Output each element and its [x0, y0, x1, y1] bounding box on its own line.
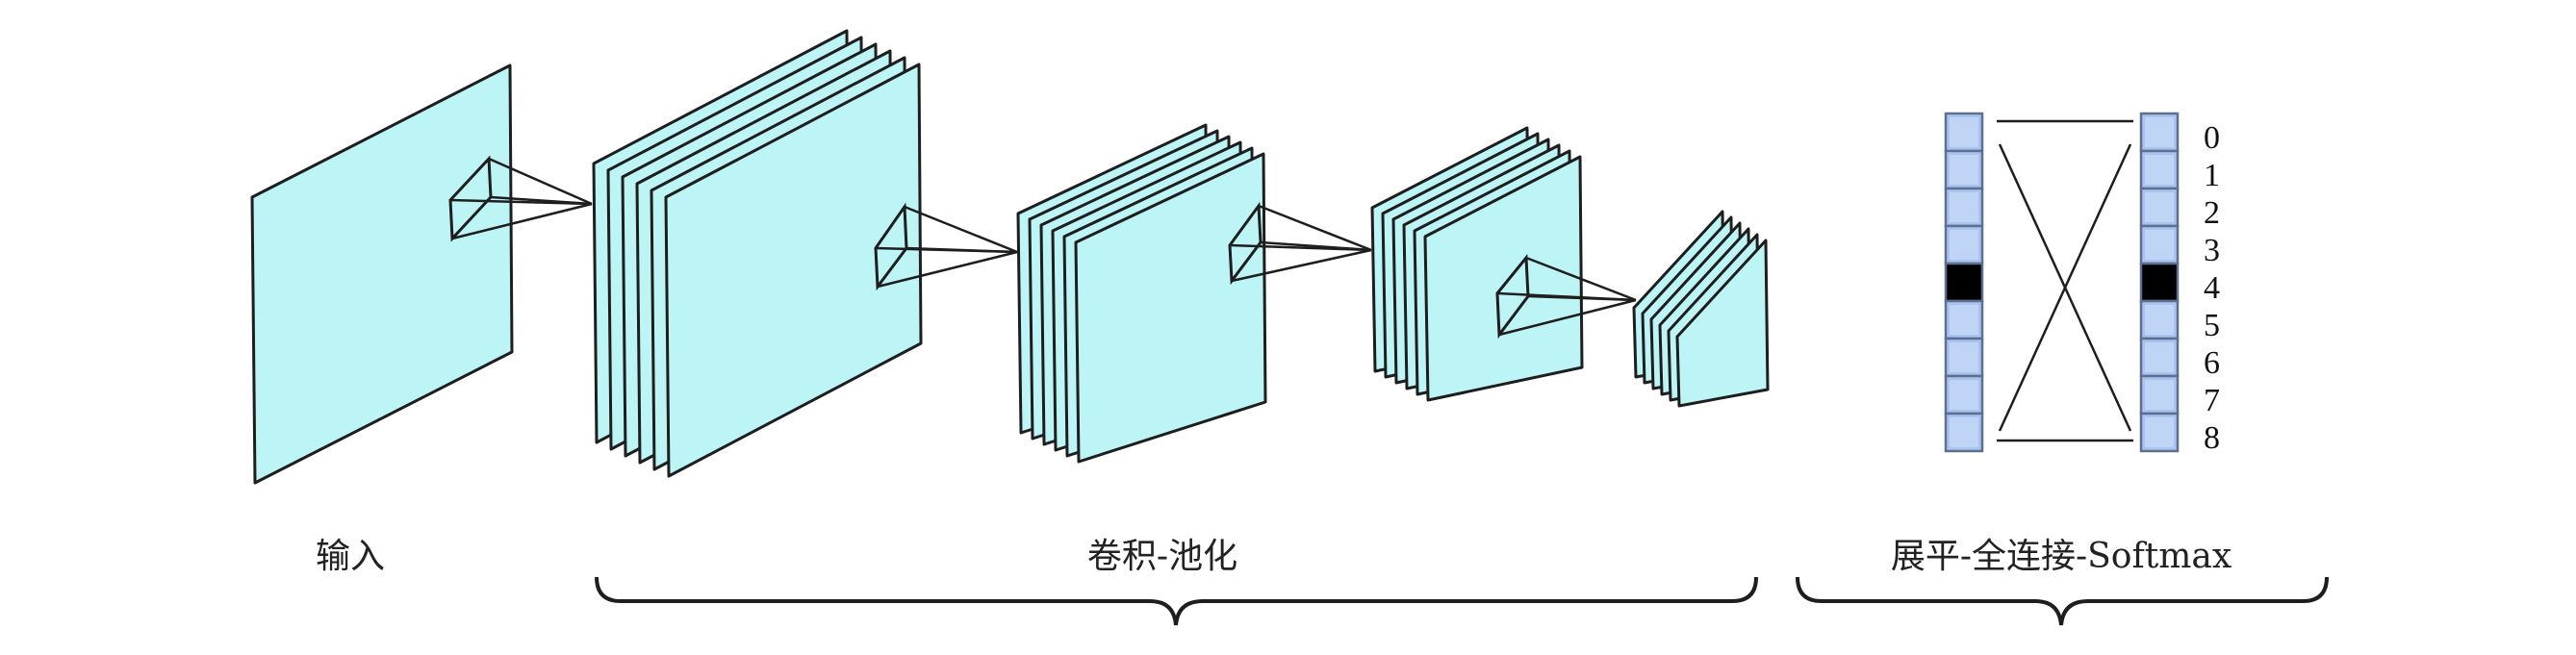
fc-brace: [1796, 576, 2329, 626]
class-label-3: 3: [2204, 233, 2220, 268]
conv2-maps-sheet: [1423, 155, 1584, 402]
softmax-column-cell-highlight: [2145, 417, 2174, 447]
conv-pool-brace: [595, 576, 1758, 626]
softmax-column: [2139, 112, 2180, 453]
flatten-column-cell-highlight: [1950, 230, 1978, 260]
pool1-maps-sheet: [1074, 152, 1267, 464]
kernel-pool1-to-conv2: [1228, 201, 1372, 286]
input-map-sheet: [250, 63, 514, 485]
flatten-column-cell-highlight: [1950, 342, 1978, 372]
flatten-column-cell-highlight: [1950, 380, 1978, 410]
kernel-conv1-to-pool1-edge: [877, 250, 1018, 289]
feature-map-layers: [250, 29, 1770, 485]
class-label-2: 2: [2204, 195, 2220, 231]
input-label: 输入: [316, 537, 385, 576]
conv2-maps: [1370, 126, 1584, 402]
kernel-conv1-to-pool1-edge: [904, 205, 1018, 254]
kernel-conv1-to-pool1: [874, 202, 1018, 291]
flatten-column-cell-highlight: [1950, 155, 1978, 185]
kernel-conv2-to-pool2: [1495, 254, 1637, 340]
class-label-0: 0: [2204, 120, 2220, 156]
conv1-maps: [592, 29, 923, 478]
input-map: [250, 63, 514, 485]
class-label-8: 8: [2204, 420, 2220, 456]
pool2-maps: [1632, 210, 1770, 408]
kernel-conv2-to-pool2-edge: [1525, 256, 1637, 302]
kernel-pool1-to-conv2-edge: [1258, 204, 1372, 252]
pool2-maps-sheet: [1675, 239, 1770, 408]
class-label-7: 7: [2204, 383, 2220, 418]
conv-pool-label: 卷积-池化: [1087, 537, 1237, 576]
conv1-maps-sheet: [664, 63, 923, 478]
kernel-pool1-to-conv2-edge: [1260, 240, 1372, 252]
pool1-maps: [1016, 123, 1267, 464]
kernel-conv2-to-pool2-edge: [1527, 294, 1637, 302]
flatten-column-cell-highlight: [1950, 192, 1978, 222]
fc-connection-line: [1998, 143, 2132, 432]
flatten-column-cell: [1944, 262, 1984, 303]
class-label-6: 6: [2204, 345, 2220, 381]
softmax-column-cell-highlight: [2145, 380, 2174, 410]
kernel-input-to-conv1-edge: [488, 157, 593, 206]
softmax-column-cell-highlight: [2145, 342, 2174, 372]
softmax-column-cell-highlight: [2145, 155, 2174, 185]
flatten-column: [1944, 112, 1984, 453]
softmax-column-cell-highlight: [2145, 230, 2174, 260]
flatten-column-cell-highlight: [1950, 305, 1978, 335]
softmax-column-cell: [2139, 262, 2180, 303]
kernel-input-to-conv1-edge: [490, 195, 593, 206]
flatten-column-cell-highlight: [1950, 117, 1978, 147]
kernel-input-to-conv1-edge: [451, 202, 593, 240]
kernel-conv2-to-pool2-edge: [1498, 298, 1637, 337]
fully-connected-block: [1944, 112, 2180, 453]
class-label-1: 1: [2204, 158, 2220, 193]
softmax-column-cell-highlight: [2145, 117, 2174, 147]
softmax-column-cell-highlight: [2145, 305, 2174, 335]
class-label-5: 5: [2204, 308, 2220, 343]
flatten-column-cell-highlight: [1950, 417, 1978, 447]
output-class-labels: 0 1 2 3 4 5 6 7 8: [2204, 120, 2220, 456]
flatten-fc-softmax-label: 展平-全连接-Softmax: [1891, 537, 2232, 576]
kernel-conv1-to-pool1-edge: [905, 246, 1018, 254]
kernel-input-to-conv1: [448, 155, 593, 242]
convolution-kernels: [448, 155, 1637, 340]
class-label-4: 4: [2204, 270, 2220, 306]
kernel-pool1-to-conv2-edge: [1231, 248, 1372, 283]
softmax-column-cell-highlight: [2145, 192, 2174, 222]
